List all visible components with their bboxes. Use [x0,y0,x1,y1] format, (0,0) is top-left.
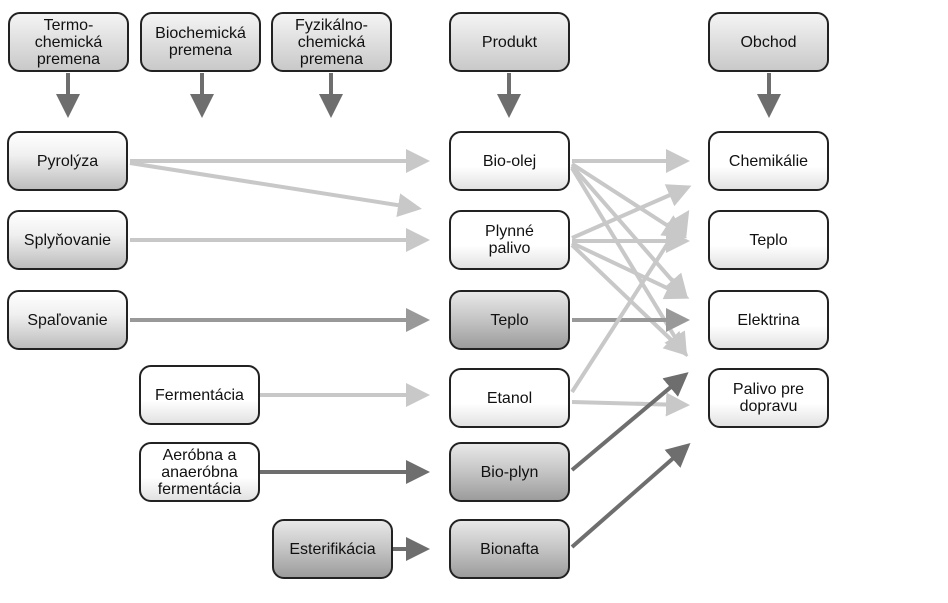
edge-gasfuel-chemicals [571,184,692,240]
product-gaseous-fuel: Plynné palivo [449,210,570,270]
product-biogas: Bio-plyn [449,442,570,502]
product-ethanol: Etanol [449,368,570,428]
process-aerobic-anaerobic-fermentation: Aeróbna a anaeróbna fermentácia [139,442,260,502]
process-pyrolysis: Pyrolýza [7,131,128,191]
edge-biooil-electricity [570,164,688,299]
edge-biogas-transport [570,372,689,472]
process-combustion: Spaľovanie [7,290,128,350]
header-product: Produkt [449,12,570,72]
edge-ethanol-chemicals [570,209,690,394]
process-fermentation: Fermentácia [139,365,260,425]
process-gasification: Splyňovanie [7,210,128,270]
market-transport-fuel: Palivo pre dopravu [708,368,829,428]
header-physicochemical: Fyzikálno- chemická premena [271,12,392,72]
market-chemicals: Chemikálie [708,131,829,191]
header-trade: Obchod [708,12,829,72]
edge-pyrolysis-gasfuel [129,161,422,218]
edge-gasfuel-transport [570,243,689,357]
edge-biooil-heat [570,162,688,239]
product-biooil: Bio-olej [449,131,570,191]
header-biochemical: Biochemická premena [140,12,261,72]
process-esterification: Esterifikácia [272,519,393,579]
market-heat: Teplo [708,210,829,270]
edge-ethanol-transport [571,392,690,417]
edge-bionaphtha-transport [570,443,691,549]
product-bionaphtha: Bionafta [449,519,570,579]
header-thermochemical: Termo- chemická premena [8,12,129,72]
product-heat: Teplo [449,290,570,350]
market-electricity: Elektrina [708,290,829,350]
edge-gasfuel-electricity [571,241,690,300]
